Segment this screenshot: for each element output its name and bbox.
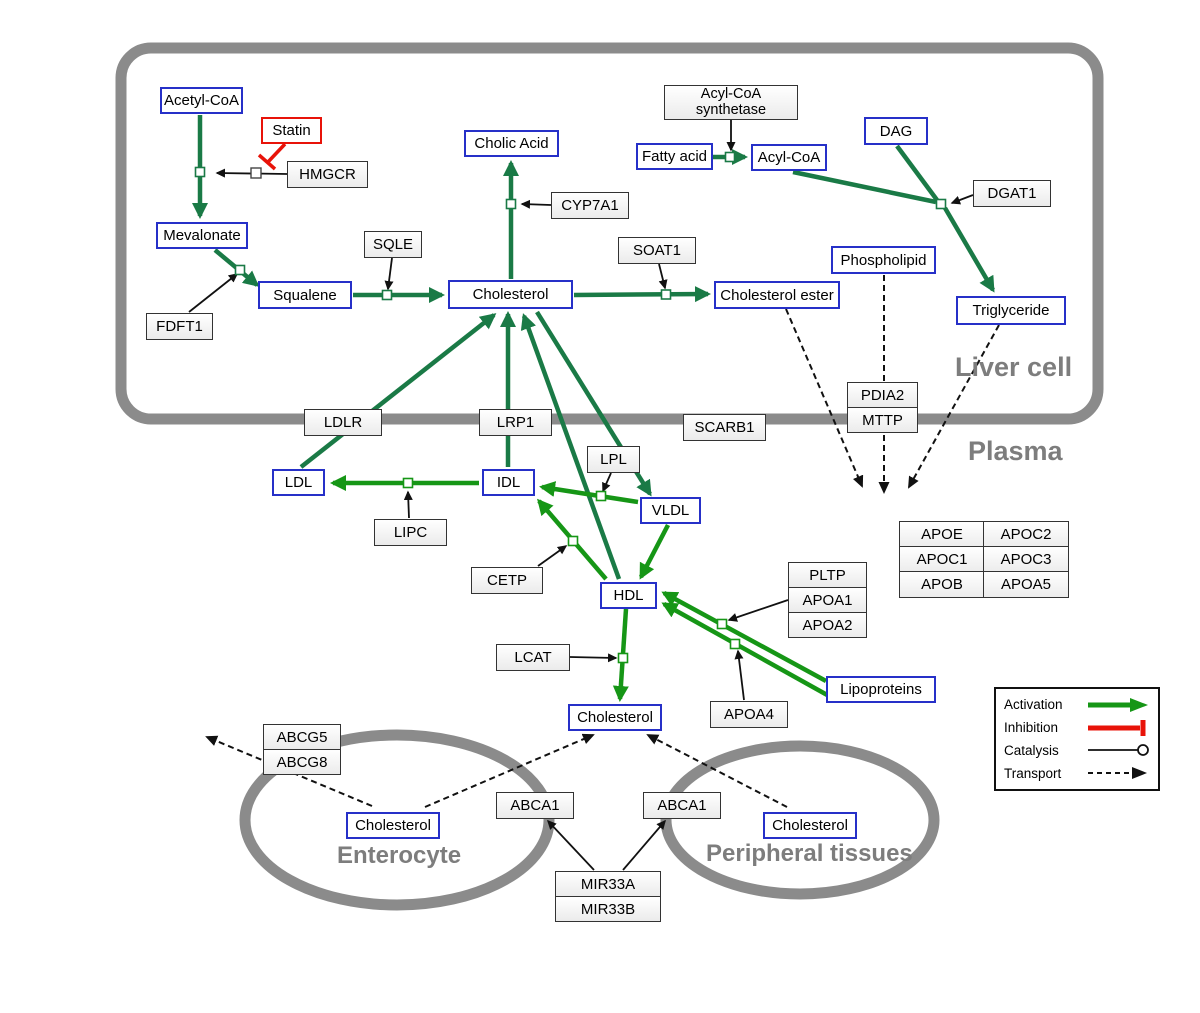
node-sqle: SQLE xyxy=(364,231,422,258)
node-triglyceride: Triglyceride xyxy=(956,296,1066,325)
node-mir33b: MIR33B xyxy=(555,896,661,922)
transport-arrow-icon xyxy=(1088,767,1147,780)
node-acyl-coa-synthetase: Acyl-CoA synthetase xyxy=(664,85,798,120)
liver-cell-membrane xyxy=(115,42,1104,425)
node-idl: IDL xyxy=(482,469,535,496)
node-abcg5: ABCG5 xyxy=(263,724,341,750)
legend-row-catalysis: Catalysis xyxy=(1004,741,1150,759)
node-lpl: LPL xyxy=(587,446,640,473)
inhibition-tbar-icon xyxy=(1088,719,1146,736)
node-cholesterol-ester: Cholesterol ester xyxy=(714,281,840,309)
legend-activation-label: Activation xyxy=(1004,697,1063,713)
node-ldl: LDL xyxy=(272,469,325,496)
node-hmgcr: HMGCR xyxy=(287,161,368,188)
apo-cell-apoc3: APOC3 xyxy=(983,546,1069,573)
node-apoa1: APOA1 xyxy=(788,587,867,613)
node-cholesterol-liver: Cholesterol xyxy=(448,280,573,309)
node-cholesterol-enterocyte: Cholesterol xyxy=(346,812,440,839)
legend-inhibition-label: Inhibition xyxy=(1004,720,1059,736)
peripheral-tissues-label: Peripheral tissues xyxy=(706,840,913,867)
apo-cell-apoc2: APOC2 xyxy=(983,521,1069,548)
catalysis-circle-icon xyxy=(1088,744,1149,757)
node-mir33a: MIR33A xyxy=(555,871,661,897)
node-cholic-acid: Cholic Acid xyxy=(464,130,559,157)
reaction-nodes xyxy=(194,151,947,664)
node-lipoproteins: Lipoproteins xyxy=(826,676,936,703)
node-hdl: HDL xyxy=(600,582,657,609)
node-lipc: LIPC xyxy=(374,519,447,546)
liver-cell-label: Liver cell xyxy=(955,352,1073,382)
node-pltp: PLTP xyxy=(788,562,867,588)
enterocyte-label: Enterocyte xyxy=(337,842,462,869)
legend-transport-label: Transport xyxy=(1004,765,1062,781)
node-dag: DAG xyxy=(864,117,928,145)
node-soat1: SOAT1 xyxy=(618,237,696,264)
apo-cell-apob: APOB xyxy=(899,571,985,598)
node-fdft1: FDFT1 xyxy=(146,313,213,340)
node-mevalonate: Mevalonate xyxy=(156,222,248,249)
catalysis-edges xyxy=(188,120,974,871)
node-fatty-acid: Fatty acid xyxy=(636,143,713,170)
node-pdia2: PDIA2 xyxy=(847,382,918,408)
node-acetyl-coa: Acetyl-CoA xyxy=(160,87,243,114)
plasma-label: Plasma xyxy=(968,436,1063,466)
legend: Activation Inhibition Catalysis Transpor… xyxy=(994,687,1160,791)
legend-row-activation: Activation xyxy=(1004,696,1150,714)
legend-catalysis-label: Catalysis xyxy=(1004,742,1059,758)
inhibition-edge xyxy=(257,142,287,171)
node-acyl-coa: Acyl-CoA xyxy=(751,144,827,171)
node-scarb1: SCARB1 xyxy=(683,414,766,441)
apo-cell-apoc1: APOC1 xyxy=(899,546,985,573)
node-phospholipid: Phospholipid xyxy=(831,246,936,274)
legend-row-inhibition: Inhibition xyxy=(1004,719,1150,737)
node-ldlr: LDLR xyxy=(304,409,382,436)
legend-row-transport: Transport xyxy=(1004,764,1150,782)
activation-arrow-icon xyxy=(1088,697,1148,712)
node-abca1-left: ABCA1 xyxy=(496,792,574,819)
node-lcat: LCAT xyxy=(496,644,570,671)
node-abca1-right: ABCA1 xyxy=(643,792,721,819)
node-lrp1: LRP1 xyxy=(479,409,552,436)
node-apoa2: APOA2 xyxy=(788,612,867,638)
node-apoa4: APOA4 xyxy=(710,701,788,728)
node-abcg8: ABCG8 xyxy=(263,749,341,775)
node-dgat1: DGAT1 xyxy=(973,180,1051,207)
activation-edges-plasma xyxy=(330,475,831,702)
node-cholesterol-plasma: Cholesterol xyxy=(568,704,662,731)
node-cholesterol-peripheral: Cholesterol xyxy=(763,812,857,839)
node-mttp: MTTP xyxy=(847,407,918,433)
apo-cell-apoe: APOE xyxy=(899,521,985,548)
node-statin: Statin xyxy=(261,117,322,144)
node-cyp7a1: CYP7A1 xyxy=(551,192,629,219)
apolipoprotein-table: APOE APOC2 APOC1 APOC3 APOB APOA5 xyxy=(899,521,1069,598)
node-cetp: CETP xyxy=(471,567,543,594)
node-vldl: VLDL xyxy=(640,497,701,524)
node-squalene: Squalene xyxy=(258,281,352,309)
apo-cell-apoa5: APOA5 xyxy=(983,571,1069,598)
transport-edges xyxy=(205,275,1000,808)
peripheral-tissues-membrane xyxy=(660,740,940,900)
